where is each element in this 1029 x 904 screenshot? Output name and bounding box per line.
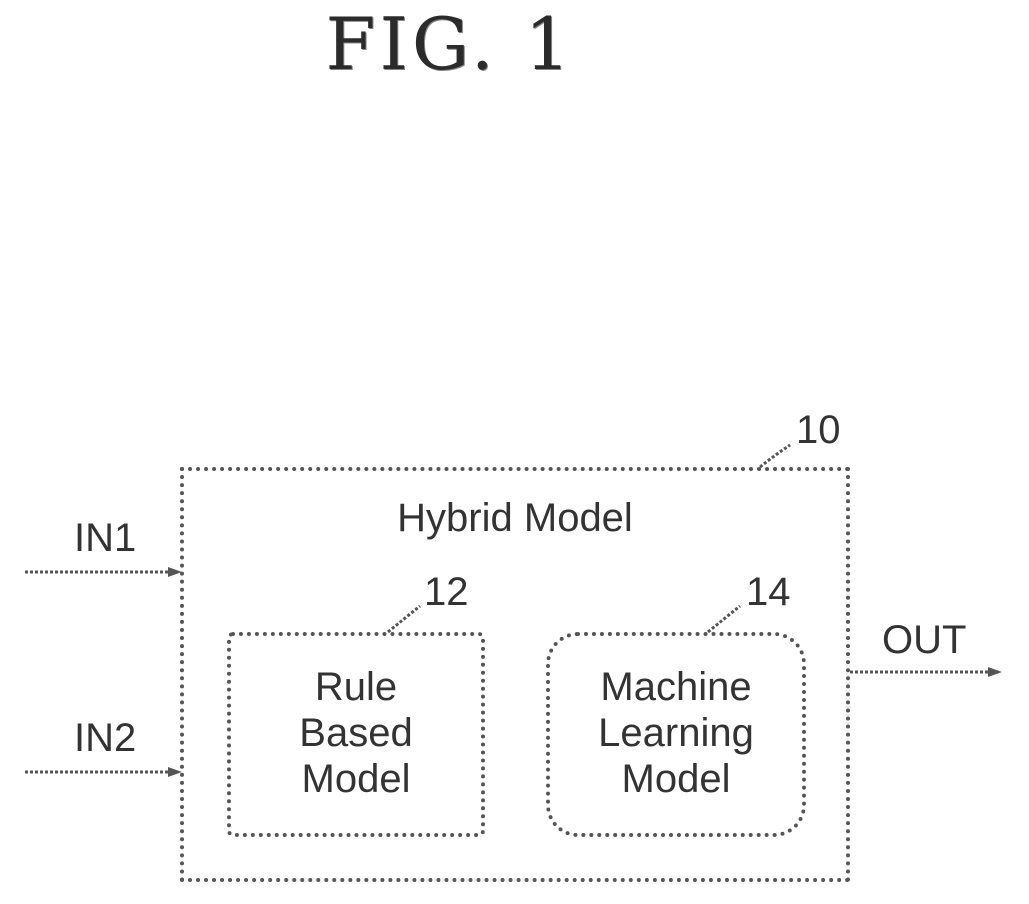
- rule-based-model-line-3: Model: [231, 756, 481, 802]
- rule-based-model-box: Rule Based Model: [227, 632, 485, 837]
- hybrid-model-label: Hybrid Model: [184, 495, 846, 541]
- rule-based-model-line-2: Based: [231, 710, 481, 756]
- ref-10-leader: [760, 445, 790, 467]
- machine-learning-model-line-2: Learning: [550, 710, 802, 756]
- output-label: OUT: [882, 620, 966, 660]
- machine-learning-model-line-1: Machine: [550, 664, 802, 710]
- machine-learning-model-box: Machine Learning Model: [546, 632, 806, 837]
- machine-learning-model-line-3: Model: [550, 756, 802, 802]
- rule-based-model-line-1: Rule: [231, 664, 481, 710]
- input-1-label: IN1: [74, 518, 136, 558]
- rule-based-model-ref: 12: [424, 572, 469, 612]
- machine-learning-model-ref: 14: [746, 572, 791, 612]
- input-2-label: IN2: [74, 718, 136, 758]
- hybrid-model-ref: 10: [796, 410, 841, 450]
